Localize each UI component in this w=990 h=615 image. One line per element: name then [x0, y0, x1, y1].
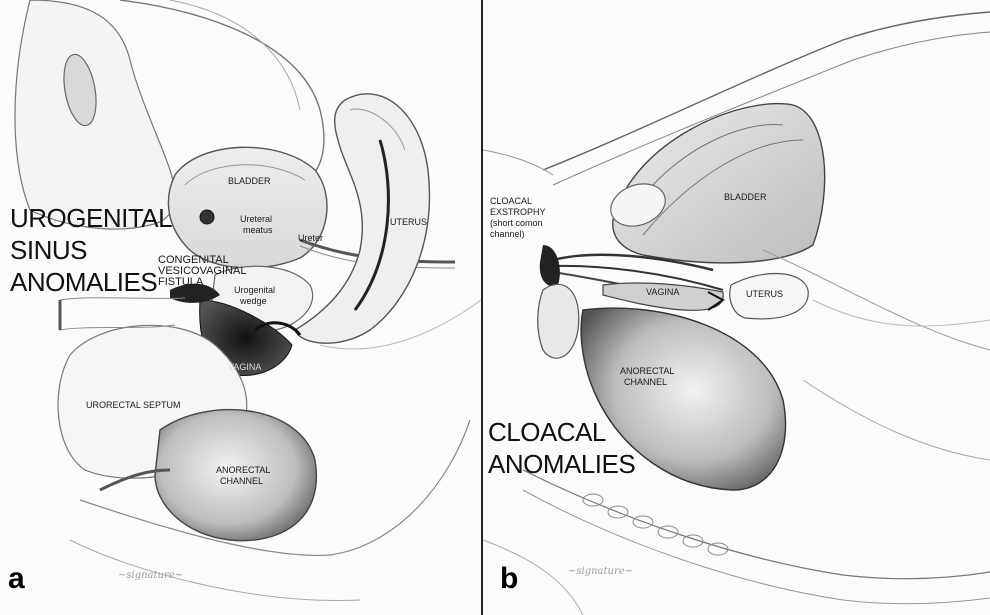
artist-signature-b: ~signature~ [568, 566, 633, 577]
ureteral-meatus-hole [200, 210, 214, 224]
urogenital-sinus-title-line-2: SINUS [10, 236, 87, 264]
vagina-label-b: VAGINA [646, 287, 679, 297]
anorectal-channel-label-1: ANORECTAL [216, 465, 270, 475]
bladder-label: BLADDER [228, 176, 271, 186]
urogenital-sinus-title-line-1: UROGENITAL [10, 204, 172, 232]
cloacal-anomalies-title-line-2: ANOMALIES [488, 450, 635, 478]
urogenital-wedge-label-1: Urogenital [234, 285, 275, 295]
fistula-label-3: FISTULA [158, 277, 203, 288]
cloaca-opening [540, 245, 560, 286]
anorectal-channel-label-b-2: CHANNEL [624, 377, 667, 387]
anorectal-channel-label-2: CHANNEL [220, 476, 263, 486]
vagina-label: VAGINA [228, 362, 261, 372]
anorectal-channel-label-b-1: ANORECTAL [620, 366, 674, 376]
cloacal-anomalies-drawing [483, 0, 990, 615]
cloacal-exstrophy-label-1: CLOACAL [490, 196, 532, 206]
bladder-label-b: BLADDER [724, 192, 767, 202]
cloacal-anomalies-title-line-1: CLOACAL [488, 418, 606, 446]
panel-a-urogenital-sinus: UROGENITAL SINUS ANOMALIES BLADDER Urete… [0, 0, 481, 615]
ureter-label: Ureter [298, 233, 323, 243]
urorectal-septum-label: URORECTAL SEPTUM [86, 400, 181, 410]
artist-signature-a: ~signature~ [118, 570, 183, 581]
cloacal-exstrophy-label-4: channel) [490, 229, 525, 239]
uterus-label: UTERUS [390, 217, 427, 227]
panel-letter-b: b [500, 574, 518, 584]
bladder-shape [168, 147, 327, 268]
urogenital-wedge-label-2: wedge [240, 296, 267, 306]
uterus-label-b: UTERUS [746, 289, 783, 299]
cloacal-exstrophy-label-3: (short comon [490, 218, 543, 228]
ureteral-meatus-label-1: Ureteral [240, 214, 272, 224]
urogenital-sinus-drawing [0, 0, 481, 615]
urogenital-sinus-title-line-3: ANOMALIES [10, 268, 157, 296]
ureteral-meatus-label-2: meatus [243, 225, 273, 235]
panel-letter-a: a [8, 574, 25, 584]
panel-b-cloacal-anomalies: CLOACAL EXSTROPHY (short comon channel) … [483, 0, 990, 615]
bladder-shape-b [613, 104, 825, 263]
cloacal-exstrophy-label-2: EXSTROPHY [490, 207, 546, 217]
